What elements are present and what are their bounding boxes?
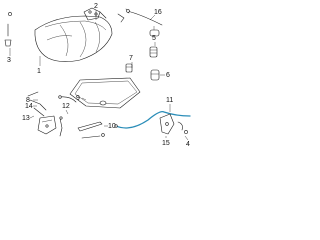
grommet[interactable] [177, 121, 188, 134]
hood-stopper[interactable] [125, 63, 133, 73]
latch-assembly[interactable] [37, 115, 57, 135]
callout-5: 5 [152, 35, 156, 42]
callout-9: 9 [76, 95, 80, 102]
callout-1: 1 [37, 68, 41, 75]
overslam-bumper[interactable] [149, 26, 160, 37]
callout-13: 13 [22, 115, 30, 122]
callout-7: 7 [129, 55, 133, 62]
callout-4: 4 [186, 141, 190, 147]
release-lever[interactable] [77, 121, 105, 139]
rubber-stopper[interactable] [150, 69, 160, 81]
bumper-stop[interactable] [149, 46, 158, 58]
hood-panel[interactable] [34, 15, 113, 62]
hood-seal[interactable] [69, 77, 141, 109]
callout-16: 16 [154, 9, 162, 16]
callout-14: 14 [25, 103, 33, 110]
safety-hook[interactable] [59, 116, 63, 137]
callout-2: 2 [94, 3, 98, 10]
callout-3: 3 [7, 57, 11, 64]
callout-10: 10 [108, 123, 116, 130]
callout-15: 15 [162, 140, 170, 147]
callout-11: 11 [166, 97, 173, 104]
parts-diagram: 1 2 3 4 5 6 7 8 9 10 11 12 13 14 15 16 [0, 0, 200, 147]
release-handle[interactable] [159, 113, 175, 135]
hood-latch-release-cable[interactable] [114, 111, 191, 129]
latch-striker[interactable] [27, 91, 47, 117]
callout-8: 8 [26, 97, 30, 104]
hood-stay-rod[interactable] [125, 8, 163, 26]
callout-6: 6 [166, 72, 170, 79]
insulator-clip[interactable] [4, 12, 12, 47]
hood-hinge[interactable] [83, 7, 107, 21]
release-cable-12[interactable] [58, 95, 77, 103]
hinge-bracket[interactable] [117, 13, 125, 23]
callout-12: 12 [62, 103, 70, 110]
diagram-svg: 1 2 3 4 5 6 7 8 9 10 11 12 13 14 15 16 [4, 3, 191, 147]
